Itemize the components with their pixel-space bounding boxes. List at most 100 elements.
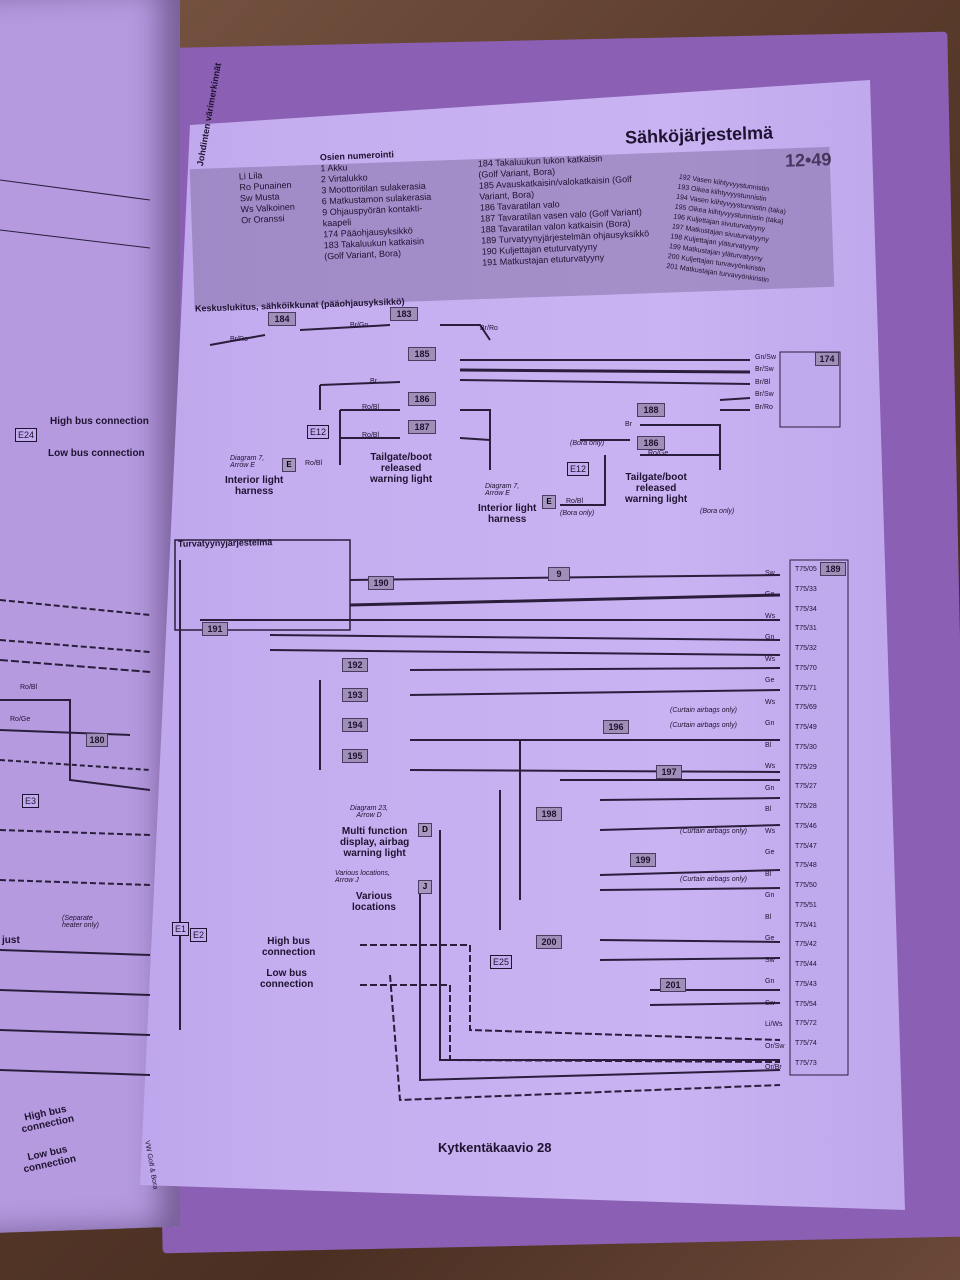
wire-colour-label: Bl: [765, 913, 772, 921]
diagram-ref-2: Diagram 7, Arrow E: [485, 483, 520, 497]
wire-colour-label: Sw: [765, 956, 775, 964]
component-193: 193: [342, 688, 368, 702]
wire-label: Gn/Sw: [755, 354, 777, 361]
colour-key-heading: Johdinten värimerkinnät: [195, 62, 223, 167]
component-key-col2: 184 Takaluukun lukon katkaisin (Golf Var…: [478, 151, 651, 268]
separate-heater-note: (Separate heater only): [62, 915, 99, 929]
component-190: 190: [368, 576, 394, 590]
left-high-bus-label: High bus connection: [20, 1103, 76, 1136]
bora-only-note: (Bora only): [570, 440, 605, 447]
wire-colour-label: Ws: [765, 698, 776, 706]
colour-key-list: Li Lila Ro Punainen Sw Musta Ws Valkoine…: [239, 169, 296, 227]
connector-pin: T75/33: [795, 585, 817, 593]
wire-colour-label: Bl: [765, 870, 772, 878]
component-188: 188: [637, 403, 665, 417]
interior-light-harness: Interior light harness: [225, 475, 284, 497]
wire-label: Ro/Bl: [362, 432, 380, 439]
wire-label: Ro/Bl: [362, 404, 380, 411]
connector-pin: T75/30: [795, 743, 817, 751]
diagram-footer-title: Kytkentäkaavio 28: [438, 1140, 552, 1155]
connector-pin: T75/28: [795, 803, 817, 811]
component-186b: 186: [637, 436, 665, 450]
component-185: 185: [408, 347, 436, 361]
wire-colour-label: Or/Br: [765, 1064, 782, 1071]
wire-colour-label: Ge: [765, 849, 775, 857]
bora-only-note: (Bora only): [560, 510, 595, 517]
connector-pin: T75/74: [795, 1040, 817, 1048]
high-bus-label: High bus connection: [50, 416, 149, 427]
connector-pin: T75/41: [795, 921, 817, 929]
wire-label: Br/Ro: [755, 404, 773, 411]
connector-pin: T75/50: [795, 882, 817, 890]
component-197: 197: [656, 765, 682, 779]
left-wire-label: Ro/Bl: [20, 684, 38, 691]
connector-pin: T75/05: [795, 566, 817, 573]
high-bus-label-2: High bus connection: [262, 936, 316, 958]
wire-label: Ro/Ge: [648, 450, 669, 457]
component-183: 183: [390, 307, 418, 321]
wire-label: Br/Ro: [480, 325, 498, 332]
diagram23-ref: Diagram 23, Arrow D: [350, 805, 389, 819]
connector-pin: T75/34: [795, 605, 817, 613]
wire-label: Br/Sw: [755, 366, 774, 373]
connector-pin: T75/48: [795, 862, 817, 870]
ground-e12b: E12: [567, 462, 590, 476]
wire-colour-label: Sw: [765, 570, 775, 577]
wire-label: Br: [625, 421, 632, 428]
wire-label: Br/Ro: [230, 336, 248, 343]
low-bus-label-2: Low bus connection: [260, 968, 314, 990]
wire-label: Ro/Bl: [566, 498, 584, 505]
wire-colour-label: Bl: [765, 806, 772, 814]
connector-pin: T75/70: [795, 664, 817, 672]
ground-e1: E1: [172, 922, 190, 936]
connector-pin: T75/32: [795, 645, 817, 653]
component-key-col1: Osien numerointi 1 Akku 2 Virtalukko 3 M…: [320, 148, 434, 263]
ground-e25: E25: [490, 955, 513, 969]
arrow-j-tag: J: [418, 880, 432, 894]
various-label: Various locations: [352, 891, 396, 913]
curtain-note: (Curtain airbags only): [670, 707, 737, 714]
connector-pin: T75/43: [795, 980, 817, 988]
arrow-e-tag: E: [282, 458, 296, 472]
wire-colour-label: Ws: [765, 827, 776, 835]
component-9: 9: [548, 567, 570, 581]
interior-light-harness-2: Interior light harness: [478, 503, 537, 525]
wire-colour-label: Bl: [765, 741, 772, 749]
connector-pin: T75/71: [795, 684, 817, 692]
wire-colour-label: Ge: [765, 591, 775, 599]
connector-pin: T75/31: [795, 625, 817, 633]
mfd-label: Multi function display, airbag warning l…: [340, 826, 410, 859]
connector-pin: T75/73: [795, 1060, 817, 1067]
wire-colour-label: Gn: [765, 892, 775, 900]
wire-colour-label: Gn: [765, 634, 775, 642]
connector-pin: T75/44: [795, 961, 817, 969]
curtain-note: (Curtain airbags only): [670, 722, 737, 729]
connector-pin: T75/27: [795, 783, 817, 791]
component-192: 192: [342, 658, 368, 672]
wire-label: Br/Bl: [755, 379, 771, 386]
wire-colour-label: Ws: [765, 655, 776, 663]
component-201: 201: [660, 978, 686, 992]
component-199: 199: [630, 853, 656, 867]
wire-colour-label: Ws: [765, 612, 776, 620]
wire-colour-label: Gn: [765, 978, 775, 986]
page-title: Sähköjärjestelmä: [624, 122, 774, 148]
connector-pin: T75/69: [795, 704, 817, 712]
connector-pin: T75/49: [795, 724, 817, 732]
component-189: 189: [820, 562, 846, 576]
bora-only-note: (Bora only): [700, 508, 735, 515]
component-196: 196: [603, 720, 629, 734]
component-195: 195: [342, 749, 368, 763]
arrow-e-tag-2: E: [542, 495, 556, 509]
diagram-ref: Diagram 7, Arrow E: [230, 455, 265, 469]
wire-colour-label: Or/Sw: [765, 1042, 785, 1050]
curtain-note: (Curtain airbags only): [680, 876, 747, 883]
various-ref: Various locations, Arrow J: [335, 870, 390, 884]
left-just-label: just: [2, 935, 20, 946]
component-184: 184: [268, 312, 296, 326]
connector-pin: T75/54: [795, 1000, 817, 1008]
wire-colour-label: Gn: [765, 784, 775, 792]
connector-pin: T75/46: [795, 822, 817, 830]
